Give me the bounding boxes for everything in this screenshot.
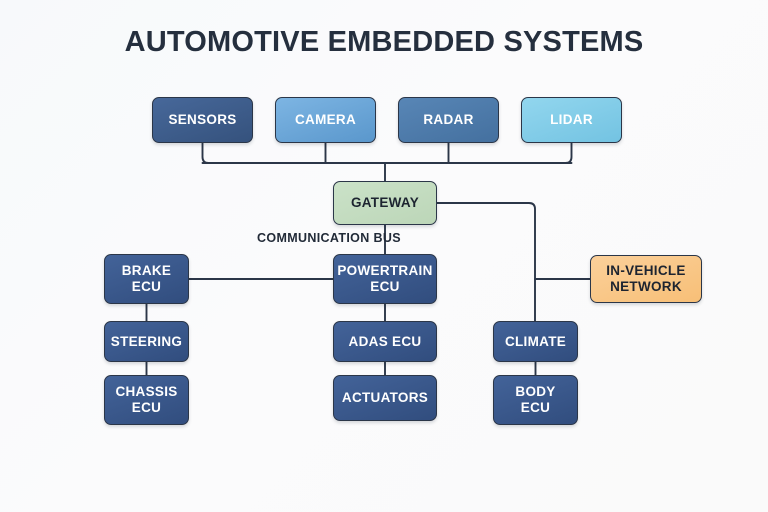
node-body-ecu[interactable]: BODY ECU	[493, 375, 578, 425]
node-camera[interactable]: CAMERA	[275, 97, 376, 143]
node-actuators[interactable]: ACTUATORS	[333, 375, 437, 421]
node-lidar[interactable]: LIDAR	[521, 97, 622, 143]
node-sensors[interactable]: SENSORS	[152, 97, 253, 143]
node-steering[interactable]: STEERING	[104, 321, 189, 362]
page-title: AUTOMOTIVE EMBEDDED SYSTEMS	[124, 26, 644, 58]
node-in-vehicle-network[interactable]: IN-VEHICLE NETWORK	[590, 255, 702, 303]
communication-bus-label: COMMUNICATION BUS	[257, 231, 401, 245]
edge-gateway-rightbus	[436, 202, 536, 322]
node-climate[interactable]: CLIMATE	[493, 321, 578, 362]
edge-sensors-bus	[201, 142, 381, 164]
node-powertrain-ecu[interactable]: POWERTRAIN ECU	[333, 254, 437, 304]
node-brake-ecu[interactable]: BRAKE ECU	[104, 254, 189, 304]
edge-lidar-bus	[391, 142, 573, 164]
node-gateway[interactable]: GATEWAY	[333, 181, 437, 225]
node-chassis-ecu[interactable]: CHASSIS ECU	[104, 375, 189, 425]
node-radar[interactable]: RADAR	[398, 97, 499, 143]
node-adas-ecu[interactable]: ADAS ECU	[333, 321, 437, 362]
